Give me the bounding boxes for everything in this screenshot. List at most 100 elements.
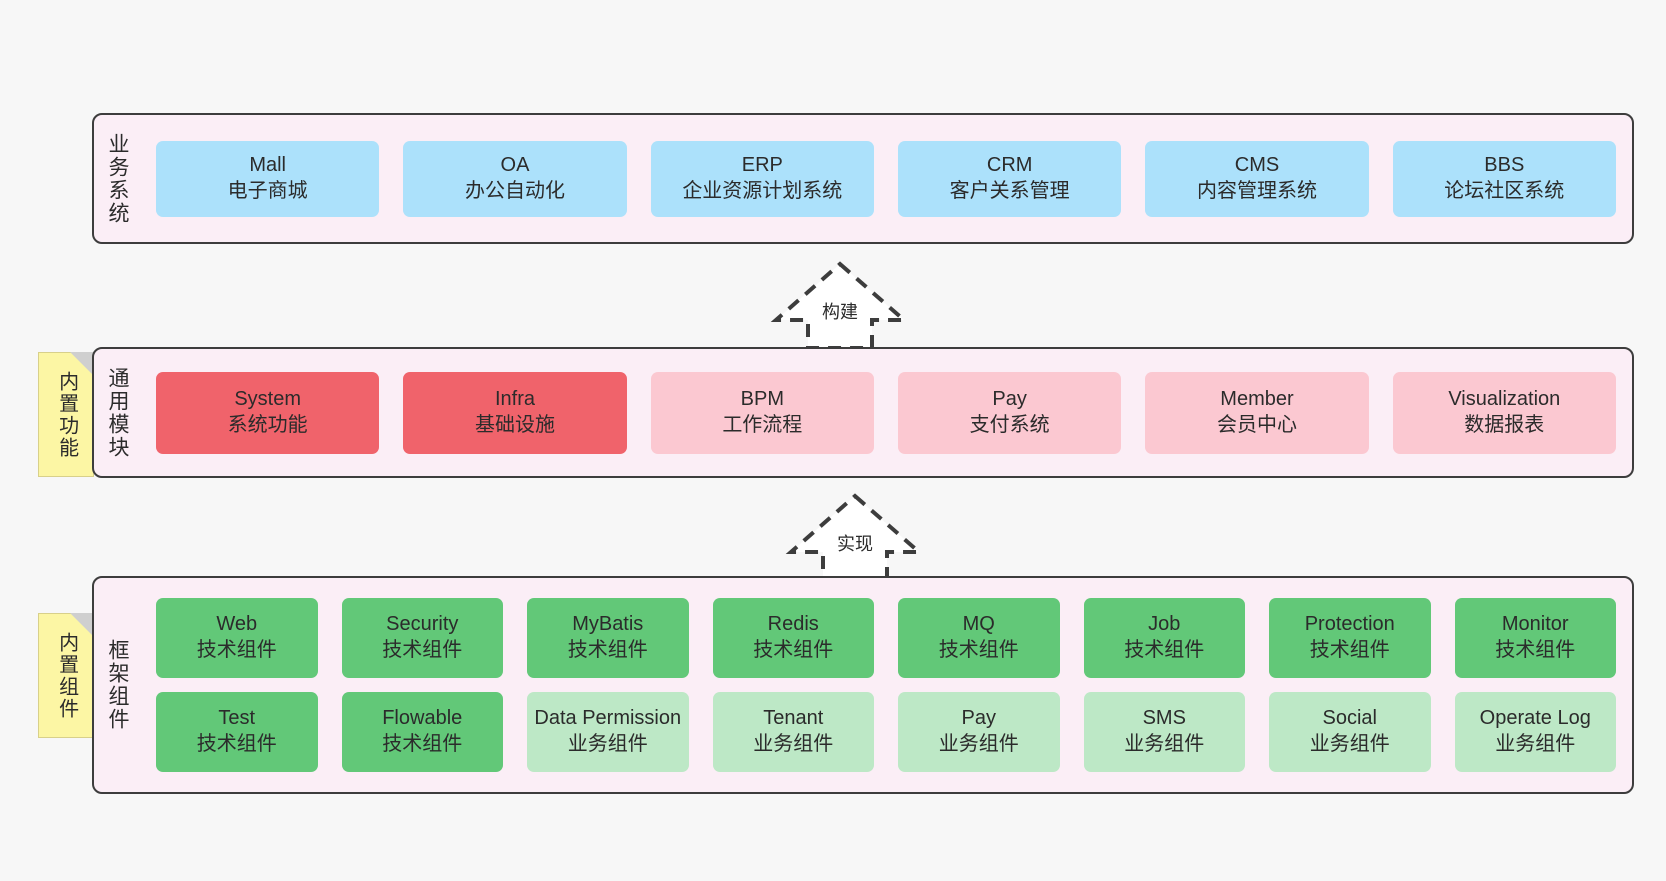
card-title: Mall [249, 153, 286, 176]
card-title: MQ [962, 613, 995, 636]
card-title: Security [386, 613, 459, 636]
card-title: Infra [494, 387, 535, 410]
card-title: Pay [961, 707, 996, 730]
card-subtitle: 技术组件 [1495, 639, 1576, 661]
card-title: ERP [741, 153, 783, 176]
layer-title-common-module: 通用模块 [105, 366, 129, 459]
card-title: Member [1220, 387, 1294, 410]
card-title: CMS [1234, 153, 1280, 176]
card-mq[interactable]: MQ 技术组件 [898, 598, 1060, 678]
card-title: Operate Log [1479, 707, 1591, 730]
card-title: Pay [992, 387, 1027, 410]
card-title: Test [218, 707, 256, 730]
card-data-permission[interactable]: Data Permission 业务组件 [527, 692, 689, 772]
card-subtitle: 技术组件 [567, 639, 648, 661]
card-row: System 系统功能 Infra 基础设施 BPM 工作流程 Pay 支付系统… [156, 371, 1616, 454]
card-subtitle: 业务组件 [1124, 733, 1205, 755]
card-subtitle: 技术组件 [753, 639, 834, 661]
note-label: 内置功能 [55, 370, 78, 459]
layer-title-business-system: 业务系统 [105, 132, 129, 225]
card-title: Protection [1304, 613, 1395, 636]
layer-business-system: 业务系统 Mall 电子商城 OA 办公自动化 ERP 企业资源计划系统 CRM… [92, 113, 1634, 244]
card-flowable[interactable]: Flowable 技术组件 [341, 692, 503, 772]
card-job[interactable]: Job 技术组件 [1083, 598, 1245, 678]
arrow-implement: 实现 [765, 492, 945, 582]
card-subtitle: 电子商城 [227, 179, 308, 202]
card-title: CRM [986, 153, 1033, 176]
card-web[interactable]: Web 技术组件 [156, 598, 318, 678]
card-pay[interactable]: Pay 支付系统 [897, 371, 1122, 454]
card-subtitle: 业务组件 [1309, 733, 1390, 755]
card-subtitle: 技术组件 [382, 639, 463, 661]
card-protection[interactable]: Protection 技术组件 [1269, 598, 1431, 678]
card-subtitle: 客户关系管理 [949, 179, 1070, 202]
card-subtitle: 业务组件 [938, 733, 1019, 755]
card-bpm[interactable]: BPM 工作流程 [650, 371, 874, 454]
card-subtitle: 工作流程 [722, 413, 803, 436]
layer-common-module: 通用模块 System 系统功能 Infra 基础设施 BPM 工作流程 Pay… [92, 347, 1634, 478]
card-mybatis[interactable]: MyBatis 技术组件 [527, 598, 689, 678]
card-subtitle: 系统功能 [227, 413, 308, 436]
card-subtitle: 支付系统 [969, 413, 1050, 436]
layer-framework-component: 框架组件 Web 技术组件 Security 技术组件 MyBatis 技术组件… [92, 576, 1634, 794]
card-subtitle: 技术组件 [382, 733, 463, 755]
card-subtitle: 内容管理系统 [1196, 179, 1317, 202]
arrow-build: 构建 [750, 260, 930, 350]
card-row: Web 技术组件 Security 技术组件 MyBatis 技术组件 Redi… [156, 598, 1616, 678]
card-social[interactable]: Social 业务组件 [1269, 692, 1431, 772]
card-title: SMS [1142, 707, 1186, 730]
card-subtitle: 企业资源计划系统 [682, 179, 843, 202]
card-title: OA [500, 153, 530, 176]
card-row: Test 技术组件 Flowable 技术组件 Data Permission … [156, 692, 1616, 772]
layer-body-framework-component: Web 技术组件 Security 技术组件 MyBatis 技术组件 Redi… [140, 578, 1632, 792]
note-builtin-component: 内置组件 [38, 613, 94, 738]
card-system[interactable]: System 系统功能 [156, 371, 380, 454]
note-label: 内置组件 [55, 631, 78, 720]
card-subtitle: 业务组件 [1495, 733, 1576, 755]
card-subtitle: 技术组件 [1309, 639, 1390, 661]
card-title: Visualization [1448, 387, 1561, 410]
layer-body-business-system: Mall 电子商城 OA 办公自动化 ERP 企业资源计划系统 CRM 客户关系… [140, 115, 1632, 242]
card-infra[interactable]: Infra 基础设施 [403, 371, 627, 454]
card-subtitle: 办公自动化 [464, 179, 565, 202]
card-crm[interactable]: CRM 客户关系管理 [897, 140, 1122, 217]
card-operate-log[interactable]: Operate Log 业务组件 [1454, 692, 1616, 772]
layer-title-framework-component: 框架组件 [105, 639, 129, 731]
card-title: Social [1322, 707, 1377, 730]
card-subtitle: 技术组件 [196, 639, 277, 661]
card-title: BBS [1484, 153, 1525, 176]
card-title: BPM [740, 387, 784, 410]
card-security[interactable]: Security 技术组件 [341, 598, 503, 678]
card-subtitle: 业务组件 [753, 733, 834, 755]
card-visualization[interactable]: Visualization 数据报表 [1392, 371, 1616, 454]
card-erp[interactable]: ERP 企业资源计划系统 [650, 140, 874, 217]
card-subtitle: 技术组件 [938, 639, 1019, 661]
card-test[interactable]: Test 技术组件 [156, 692, 318, 772]
card-title: Job [1148, 613, 1181, 636]
card-sms[interactable]: SMS 业务组件 [1083, 692, 1245, 772]
card-subtitle: 技术组件 [196, 733, 277, 755]
card-tenant[interactable]: Tenant 业务组件 [712, 692, 874, 772]
card-title: Flowable [382, 707, 463, 730]
layer-body-common-module: System 系统功能 Infra 基础设施 BPM 工作流程 Pay 支付系统… [140, 349, 1632, 476]
card-subtitle: 技术组件 [1124, 639, 1205, 661]
card-bbs[interactable]: BBS 论坛社区系统 [1392, 140, 1616, 217]
card-title: Redis [767, 613, 819, 636]
card-mall[interactable]: Mall 电子商城 [156, 140, 380, 217]
card-cms[interactable]: CMS 内容管理系统 [1145, 140, 1369, 217]
card-subtitle: 基础设施 [474, 413, 555, 436]
card-subtitle: 论坛社区系统 [1444, 179, 1565, 202]
card-row: Mall 电子商城 OA 办公自动化 ERP 企业资源计划系统 CRM 客户关系… [156, 140, 1616, 217]
card-title: MyBatis [572, 613, 644, 636]
card-monitor[interactable]: Monitor 技术组件 [1454, 598, 1616, 678]
card-member[interactable]: Member 会员中心 [1145, 371, 1369, 454]
card-oa[interactable]: OA 办公自动化 [403, 140, 627, 217]
card-title: System [234, 387, 301, 410]
card-pay-business[interactable]: Pay 业务组件 [898, 692, 1060, 772]
card-redis[interactable]: Redis 技术组件 [712, 598, 874, 678]
card-title: Monitor [1501, 613, 1569, 636]
card-subtitle: 业务组件 [567, 733, 648, 755]
card-title: Data Permission [534, 707, 682, 730]
card-title: Web [216, 613, 258, 636]
